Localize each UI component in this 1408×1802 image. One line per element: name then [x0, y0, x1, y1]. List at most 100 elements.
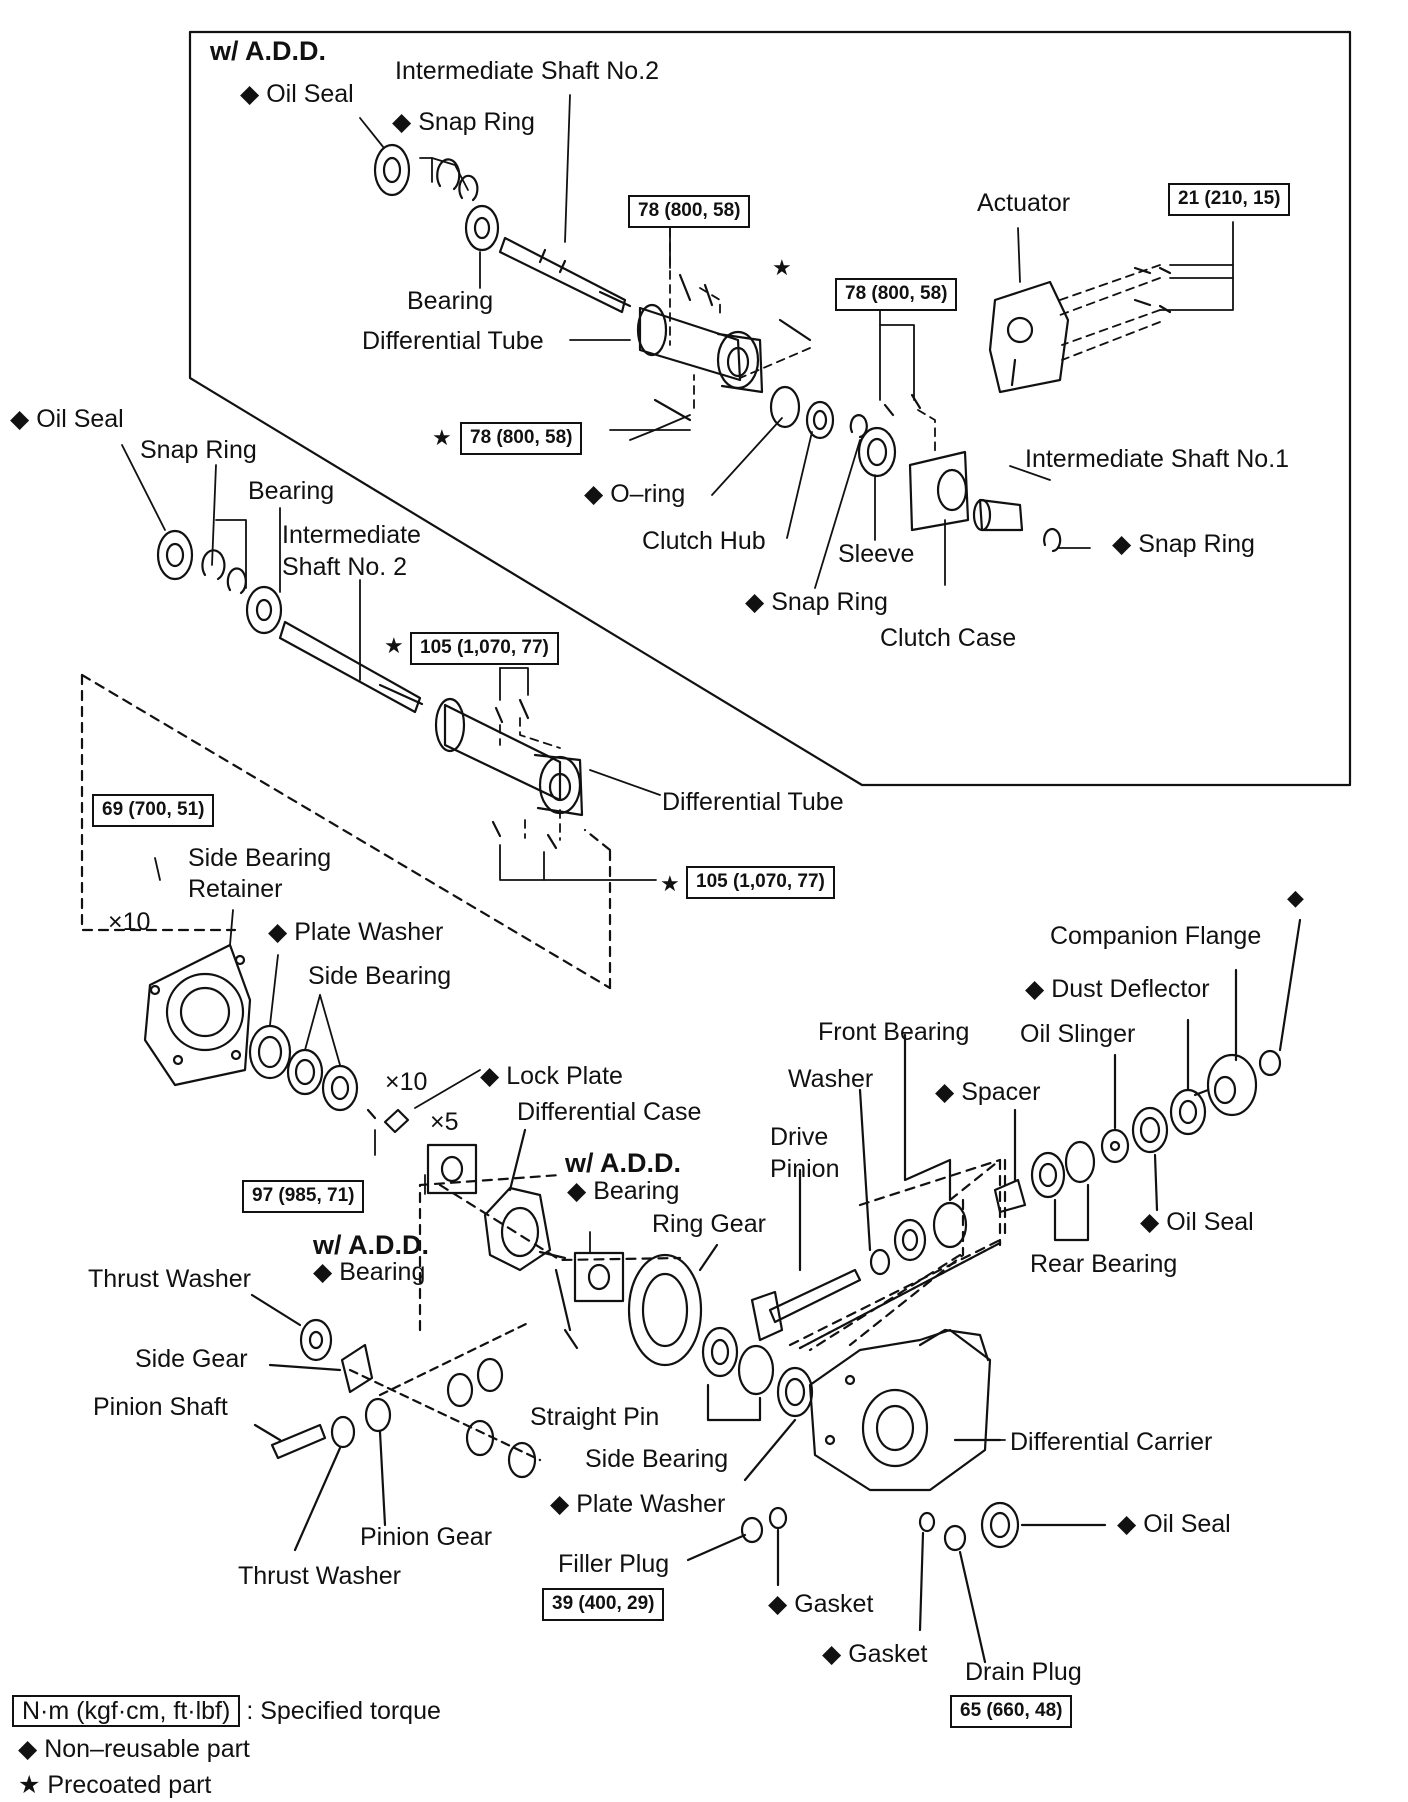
star-icon: ★ — [432, 426, 452, 451]
legend-torque: N·m (kgf·cm, ft·lbf): Specified torque — [12, 1695, 441, 1727]
companion-nut-diamond-icon: ◆ — [1287, 886, 1304, 911]
drive-pinion-label-line2: Pinion — [770, 1155, 840, 1183]
add-snap-ring-label: ◆ Snap Ring — [392, 108, 535, 136]
differential-tube-part — [434, 697, 584, 817]
add-section-outline — [188, 30, 1352, 787]
thrust-washer-bottom-part — [293, 1415, 356, 1552]
main-upper-leaders — [121, 444, 661, 881]
gasket-2-text: Gasket — [848, 1640, 928, 1668]
torque-box-1: 78 (800, 58) — [628, 195, 751, 228]
gasket-1-text: Gasket — [794, 1590, 874, 1618]
diamond-icon: ◆ — [480, 1062, 500, 1090]
star-icon: ★ — [660, 872, 680, 897]
snap-ring-left-part — [201, 549, 247, 595]
add-sleeve-part — [857, 426, 897, 478]
gasket-2-label: ◆ Gasket — [822, 1640, 927, 1668]
diamond-icon: ◆ — [392, 108, 412, 136]
bearing-left-label: Bearing — [248, 477, 335, 505]
multiplier-x10-lockplate: ×10 — [385, 1068, 428, 1096]
diamond-icon: ◆ — [268, 918, 288, 946]
bearing-box-left — [426, 1143, 478, 1195]
legend-torque-text: : Specified torque — [246, 1697, 441, 1725]
diamond-icon: ◆ — [240, 80, 260, 108]
diamond-icon: ◆ — [10, 405, 30, 433]
lock-plate-part — [366, 1108, 410, 1134]
lock-plate-label: ◆ Lock Plate — [480, 1062, 623, 1090]
side-bearing-retainer-part — [143, 943, 252, 1087]
thrust-washer-bottom-label: Thrust Washer — [238, 1562, 402, 1590]
gear-cluster-parts — [348, 1320, 542, 1479]
add-intermediate-shaft-no1-label: Intermediate Shaft No.1 — [1025, 445, 1290, 473]
legend-nonreusable: ◆ Non–reusable part — [18, 1734, 250, 1764]
add-snap-ring-right-label: ◆ Snap Ring — [1112, 530, 1255, 558]
side-retainer-leaders — [229, 909, 591, 1253]
add-sleeve-label: Sleeve — [838, 540, 915, 568]
add-bearing-right-title: w/ A.D.D. — [565, 1148, 682, 1178]
gasket-2-part — [918, 1511, 936, 1632]
diamond-icon: ◆ — [567, 1177, 587, 1205]
torque-box-2: 21 (210, 15) — [1168, 183, 1291, 216]
side-bearing-retainer-label-line1: Side Bearing — [188, 844, 332, 872]
diamond-icon: ◆ — [1117, 1510, 1137, 1538]
torque-box-3: 78 (800, 58) — [835, 278, 958, 311]
add-bolts — [653, 266, 1172, 422]
gasket-1-label: ◆ Gasket — [768, 1590, 873, 1618]
thrust-washer-top-part — [250, 1293, 333, 1362]
oil-seal-right-label: ◆ Oil Seal — [1140, 1208, 1254, 1236]
add-snap-ring-mid-text: Snap Ring — [771, 588, 888, 616]
pinion-shaft-part — [253, 1423, 327, 1460]
side-bearing-label: Side Bearing — [308, 962, 452, 990]
oil-seal-right-text: Oil Seal — [1166, 1208, 1254, 1236]
multiplier-x5: ×5 — [430, 1108, 459, 1136]
dust-deflector-label: ◆ Dust Deflector — [1025, 975, 1210, 1003]
add-actuator-label: Actuator — [977, 189, 1071, 217]
spacer-text: Spacer — [961, 1078, 1041, 1106]
washer-part — [858, 1088, 891, 1276]
torque-box-7: 69 (700, 51) — [92, 794, 215, 827]
differential-tube-label: Differential Tube — [662, 788, 844, 816]
oil-seal-left-text: Oil Seal — [36, 405, 124, 433]
oil-seal-lower-text: Oil Seal — [1143, 1510, 1231, 1538]
bearing-box-right — [573, 1251, 625, 1303]
star-icon: ★ — [18, 1771, 41, 1799]
oil-slinger-label: Oil Slinger — [1020, 1020, 1136, 1048]
diamond-icon: ◆ — [1025, 975, 1045, 1003]
legend-torque-box: N·m (kgf·cm, ft·lbf) — [12, 1695, 241, 1727]
diamond-icon: ◆ — [768, 1590, 788, 1618]
plate-washer-part — [248, 1024, 292, 1080]
torque-box-8: 97 (985, 71) — [242, 1180, 365, 1213]
torque-box-10: 65 (660, 48) — [950, 1695, 1073, 1728]
filler-plug-label: Filler Plug — [558, 1550, 670, 1578]
differential-case-part — [483, 1128, 567, 1272]
diamond-icon: ◆ — [935, 1078, 955, 1106]
add-section-title: w/ A.D.D. — [210, 36, 327, 66]
add-intermediate-shaft-no2-label: Intermediate Shaft No.2 — [395, 57, 660, 85]
add-bearing-left-label: ◆ Bearing — [313, 1258, 425, 1286]
straight-pin-part — [554, 1268, 579, 1350]
add-bearing-left-title: w/ A.D.D. — [313, 1230, 430, 1260]
intermediate-shaft-label-line1: Intermediate — [282, 521, 421, 549]
differential-tube-bolts — [491, 698, 558, 850]
side-bearing-lower-part — [701, 1326, 775, 1422]
legend-precoated: ★ Precoated part — [18, 1770, 211, 1800]
add-clutch-hub-part — [805, 400, 835, 440]
companion-flange-label: Companion Flange — [1050, 922, 1262, 950]
legend-precoated-text: Precoated part — [47, 1771, 212, 1799]
add-intermediate-shaft-part — [498, 236, 632, 314]
snap-ring-left-label: Snap Ring — [140, 436, 257, 464]
multiplier-x10-retainer: ×10 — [108, 908, 151, 936]
torque-box-9: 39 (400, 29) — [542, 1588, 665, 1621]
front-bearing-part — [893, 1033, 968, 1262]
add-snap-ring-text: Snap Ring — [418, 108, 535, 136]
diamond-icon: ◆ — [584, 480, 604, 508]
plate-washer-label: ◆ Plate Washer — [268, 918, 443, 946]
diamond-icon: ◆ — [550, 1490, 570, 1518]
ring-gear-label: Ring Gear — [652, 1210, 766, 1238]
rear-bearing-part — [1030, 1140, 1096, 1242]
add-differential-tube-part — [636, 303, 764, 394]
differential-carrier-label: Differential Carrier — [1010, 1428, 1213, 1456]
add-actuator-part — [988, 280, 1070, 394]
add-oil-seal-label: ◆ Oil Seal — [240, 80, 354, 108]
drain-plug-part — [943, 1524, 987, 1664]
filler-plug-part — [686, 1516, 764, 1562]
